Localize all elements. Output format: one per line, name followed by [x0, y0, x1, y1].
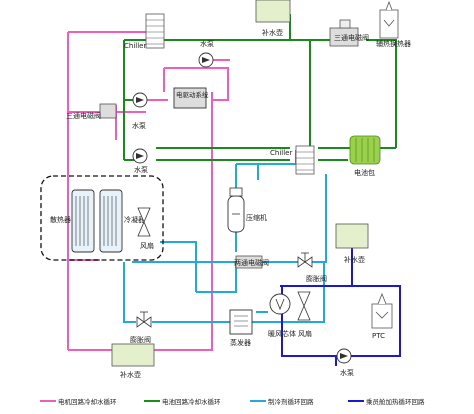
legend-label-motor: 电机回路冷却水循环	[58, 397, 117, 406]
ptc-loop-pipes	[280, 248, 401, 366]
tank-right	[335, 223, 369, 249]
tank-top-label: 补水壶	[262, 28, 283, 37]
pump-bottom-label: 水泵	[340, 368, 354, 377]
condenser	[99, 189, 123, 253]
legend-label-ptc: 乘员舱加热循环回路	[366, 397, 425, 406]
three-way-valve-left-label: 三通电磁阀	[66, 111, 101, 120]
fan-right-label: 风扇	[298, 329, 312, 338]
legend-label-battery: 电池回路冷却水循环	[162, 397, 221, 406]
tank-bottom-label: 补水壶	[120, 370, 141, 379]
evaporator	[229, 309, 253, 335]
tank-top	[255, 0, 291, 23]
ptc-label: PTC	[372, 332, 385, 340]
radiator-module-outline	[40, 175, 164, 261]
fan-right-icon	[297, 291, 311, 321]
tank-right-label: 补水壶	[344, 255, 365, 264]
pump-mid	[132, 148, 148, 164]
pump-top	[198, 52, 214, 68]
heater-exchanger-label: 辅热换热器	[376, 39, 411, 48]
three-way-valve-top-label: 三通电磁阀	[334, 33, 369, 42]
chiller-top-label: Chiller	[124, 42, 146, 50]
battery-pack-label: 电池包	[354, 168, 375, 177]
ptc-heater	[371, 292, 393, 329]
expansion-valve-bottom-label: 膨胀阀	[130, 335, 151, 344]
pump-mid-label: 水泵	[134, 165, 148, 174]
chiller-top	[145, 13, 165, 49]
radiator	[71, 189, 95, 253]
heater-exchanger	[379, 0, 399, 39]
evaporator-label: 蒸发器	[230, 338, 251, 347]
expansion-valve-mid-label: 膨胀阀	[306, 274, 327, 283]
chiller-mid	[295, 145, 315, 175]
legend: 电机回路冷却水循环 电池回路冷却水循环 制冷剂循环回路 乘员舱加热循环回路	[40, 397, 425, 406]
pump-bottom	[336, 348, 352, 364]
cabin-heater-label: 暖风芯体	[268, 329, 296, 338]
tank-bottom	[111, 343, 155, 367]
legend-label-refrigerant: 制冷剂循环回路	[268, 397, 314, 406]
two-way-valve-mid	[235, 255, 263, 269]
expansion-valve-mid	[297, 252, 313, 268]
three-way-valve-left	[99, 103, 117, 119]
pump-top-label: 水泵	[200, 39, 214, 48]
motor-controller-label: 电驱动系统	[176, 90, 209, 99]
fan-left-icon	[137, 207, 151, 237]
motor-controller	[173, 87, 207, 109]
three-way-valve-top	[329, 19, 359, 47]
refrigerant-loop-pipes	[123, 150, 327, 323]
fan-left-label: 风扇	[140, 241, 154, 250]
radiator-label: 散热器	[50, 215, 71, 224]
chiller-mid-label: Chiller	[270, 149, 292, 157]
compressor-label: 压缩机	[246, 213, 267, 222]
pump-left	[132, 92, 148, 108]
compressor	[227, 187, 245, 233]
battery-pack	[349, 135, 381, 165]
condenser-label: 冷凝器	[124, 215, 145, 224]
pump-left-label: 水泵	[132, 121, 146, 130]
two-way-valve-mid-label: 两通电磁阀	[234, 258, 269, 267]
expansion-valve-bottom	[136, 311, 152, 328]
cabin-heater	[269, 293, 291, 315]
